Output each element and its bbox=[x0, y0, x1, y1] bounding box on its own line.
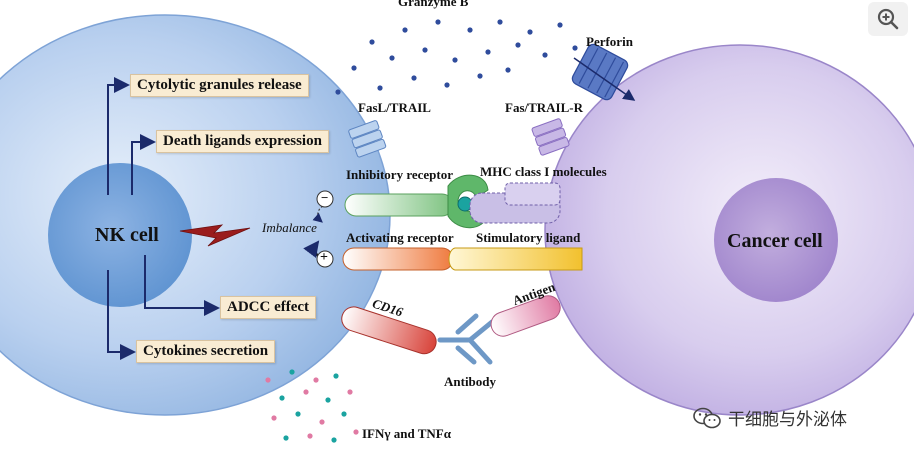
minus-sign: − bbox=[321, 190, 329, 205]
perforin-label: Perforin bbox=[586, 34, 633, 49]
activating-receptor-shape bbox=[342, 247, 454, 271]
fas-trail-r-label: Fas/TRAIL-R bbox=[505, 100, 584, 115]
inhibitory-receptor-shape bbox=[344, 193, 454, 217]
mhc-molecule-top bbox=[504, 182, 561, 206]
antibody-label: Antibody bbox=[444, 374, 497, 389]
nk-cell-nucleus bbox=[48, 163, 192, 307]
fasl-trail-protein bbox=[348, 120, 387, 158]
fasl-trail-label: FasL/TRAIL bbox=[358, 100, 431, 115]
ifn-tnf-label: IFNγ and TNFα bbox=[362, 426, 451, 441]
function-arrows bbox=[107, 77, 220, 360]
nk-cell-label: NK cell bbox=[95, 224, 159, 246]
imbalance-label: Imbalance bbox=[262, 220, 317, 235]
mhc-label: MHC class I molecules bbox=[480, 164, 607, 179]
zoom-in-icon bbox=[877, 8, 899, 30]
wechat-icon bbox=[693, 407, 721, 428]
plus-sign: + bbox=[320, 250, 328, 265]
cytokine-dots bbox=[265, 369, 359, 443]
inhibitory-receptor-label: Inhibitory receptor bbox=[346, 167, 453, 182]
antigen-shape bbox=[490, 295, 561, 337]
function-box-cytolytic: Cytolytic granules release bbox=[130, 74, 309, 97]
antibody-shape bbox=[437, 313, 495, 365]
stimulatory-ligand-shape bbox=[448, 247, 583, 271]
cd16-receptor bbox=[341, 306, 437, 355]
function-box-cytokines: Cytokines secretion bbox=[136, 340, 276, 363]
lightning-bolt-icon bbox=[179, 224, 251, 247]
function-box-death-ligands: Death ligands expression bbox=[156, 130, 329, 153]
zoom-button[interactable] bbox=[868, 2, 908, 36]
watermark: 干细胞与外泌体 bbox=[692, 405, 847, 430]
minus-circle bbox=[316, 190, 334, 208]
function-box-adcc: ADCC effect bbox=[220, 296, 317, 319]
fas-trail-r-protein bbox=[531, 118, 570, 156]
granzyme-dots bbox=[335, 19, 578, 95]
stimulatory-ligand-label: Stimulatory ligand bbox=[476, 230, 581, 245]
plus-circle bbox=[316, 250, 334, 268]
activating-receptor-label: Activating receptor bbox=[346, 230, 454, 245]
cancer-cell-nucleus bbox=[714, 178, 838, 302]
watermark-text: 干细胞与外泌体 bbox=[728, 410, 847, 430]
granzyme-label: Granzyme B bbox=[398, 0, 469, 9]
cancer-cell-label: Cancer cell bbox=[727, 230, 823, 252]
